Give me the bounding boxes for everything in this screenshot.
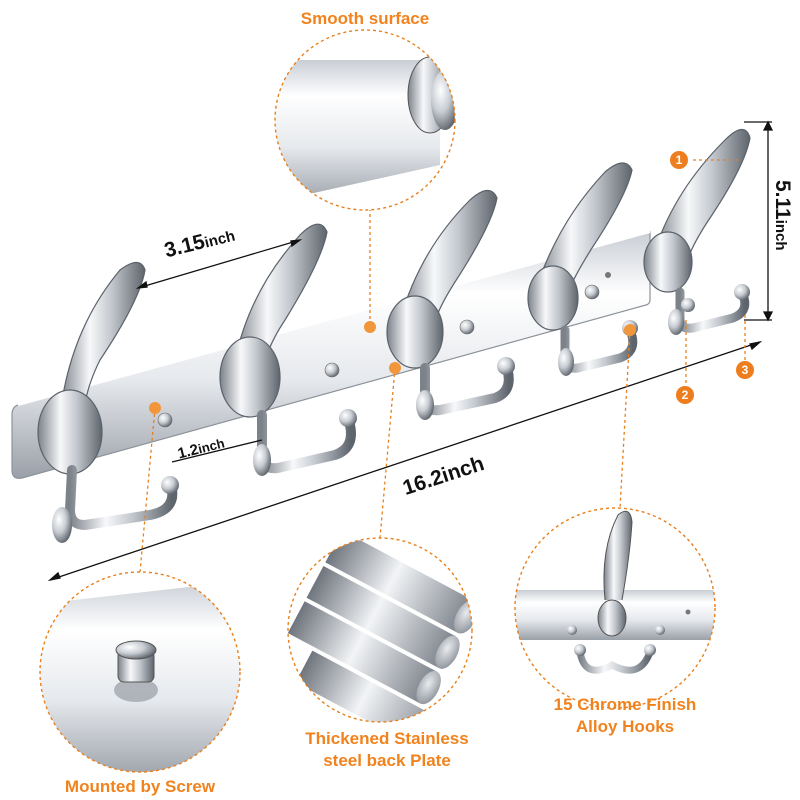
- detail-hook: [514, 507, 716, 709]
- coat-hook: [386, 189, 515, 420]
- coat-hook: [527, 162, 638, 376]
- callout-leaders: [139, 159, 746, 573]
- dimension-lines: [47, 120, 774, 582]
- hooks-label-line1: 15 Chrome Finish: [553, 695, 697, 714]
- badge-1: 1: [670, 151, 688, 169]
- height-unit: inch: [772, 219, 789, 251]
- height-value: 5.11: [771, 180, 794, 220]
- plate-label-line1: Thickened Stainless: [305, 729, 469, 748]
- coat-hook: [643, 128, 751, 335]
- hooks-label-line2: Alloy Hooks: [575, 717, 675, 736]
- smooth-surface-label: Smooth surface: [300, 9, 430, 28]
- coat-hook: [219, 223, 357, 476]
- detail-smooth-surface: [274, 29, 456, 211]
- coat-hook: [37, 261, 179, 543]
- mounted-by-screw-label: Mounted by Screw: [64, 777, 216, 796]
- callout-dots: [149, 321, 636, 414]
- detail-screw: [39, 571, 241, 773]
- height-dimension: 5.11inch: [770, 180, 794, 251]
- badge-3: 3: [736, 361, 754, 379]
- plate-label-line2: steel back Plate: [323, 751, 451, 770]
- detail-steel-rods: [287, 537, 473, 723]
- plate-pegs: [157, 284, 600, 428]
- badge-2: 2: [676, 386, 694, 404]
